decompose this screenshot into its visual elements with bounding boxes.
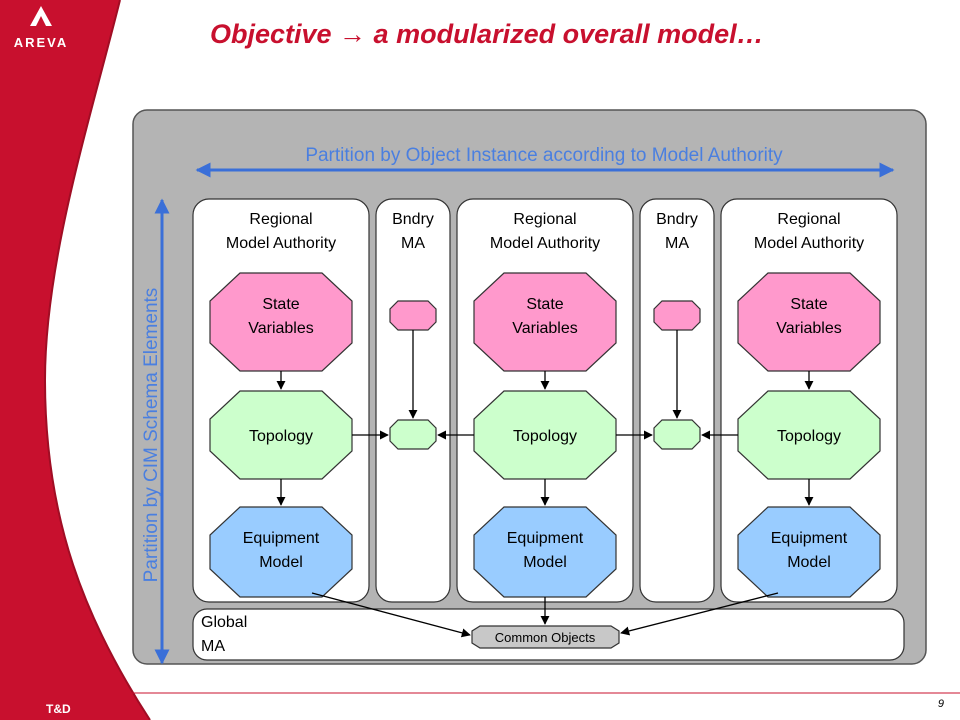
boundary-header-1-line1: Bndry (392, 211, 434, 228)
equipment-model-node-3 (737, 506, 881, 598)
state-node-3-line1: State (790, 296, 827, 313)
boundary-state-node-1 (389, 300, 437, 331)
equipment-model-node-1 (209, 506, 353, 598)
equipment-node-3-line1: Equipment (771, 530, 848, 547)
areva-logo: AREVA (14, 6, 69, 50)
logo-text: AREVA (14, 35, 69, 50)
regional-header-1-line1: Regional (249, 211, 312, 228)
boundary-header-2-line2: MA (665, 235, 689, 252)
schema-partition-label: Partition by CIM Schema Elements (141, 288, 162, 583)
page-number: 9 (938, 698, 944, 710)
footer-label: T&D (46, 702, 71, 716)
boundary-state-node-2 (653, 300, 701, 331)
arrow-equipment-1-to-common (311, 592, 471, 638)
topology-node-2 (473, 390, 617, 480)
global-ma-label-line2: MA (201, 638, 225, 655)
brand-band-edge (43, 0, 151, 720)
topology-node-3-label: Topology (777, 428, 841, 445)
state-node-1-line2: Variables (248, 320, 314, 337)
regional-header-3-line2: Model Authority (754, 235, 864, 252)
global-ma-label-line1: Global (201, 614, 247, 631)
equipment-node-1-line2: Model (259, 554, 303, 571)
state-node-3-line2: Variables (776, 320, 842, 337)
brand-band (0, 0, 150, 720)
instance-partition-label: Partition by Object Instance according t… (305, 145, 783, 166)
regional-header-2-line2: Model Authority (490, 235, 600, 252)
logo-mark-icon (30, 6, 52, 26)
equipment-model-node-2 (473, 506, 617, 598)
topology-node-2-label: Topology (513, 428, 577, 445)
state-node-1-line1: State (262, 296, 299, 313)
dependency-arrows (276, 330, 814, 638)
topology-node-3 (737, 390, 881, 480)
arrow-equipment-3-to-common (620, 592, 779, 636)
topology-node-1-label: Topology (249, 428, 313, 445)
state-node-2-line1: State (526, 296, 563, 313)
regional-header-2-line1: Regional (513, 211, 576, 228)
equipment-node-3-line2: Model (787, 554, 831, 571)
boundary-topology-node-1 (389, 419, 437, 450)
topology-node-1 (209, 390, 353, 480)
state-variables-node-1 (209, 272, 353, 372)
regional-header-1-line2: Model Authority (226, 235, 336, 252)
state-variables-node-3 (737, 272, 881, 372)
boundary-topology-node-2 (653, 419, 701, 450)
state-node-2-line2: Variables (512, 320, 578, 337)
boundary-header-1-line2: MA (401, 235, 425, 252)
common-objects-label: Common Objects (495, 630, 596, 645)
equipment-node-1-line1: Equipment (243, 530, 320, 547)
boundary-header-2-line1: Bndry (656, 211, 698, 228)
equipment-node-2-line1: Equipment (507, 530, 584, 547)
common-objects-node (471, 625, 620, 649)
equipment-node-2-line2: Model (523, 554, 567, 571)
regional-header-3-line1: Regional (777, 211, 840, 228)
state-variables-node-2 (473, 272, 617, 372)
page-title: Objective → a modularized overall model… (210, 19, 764, 49)
